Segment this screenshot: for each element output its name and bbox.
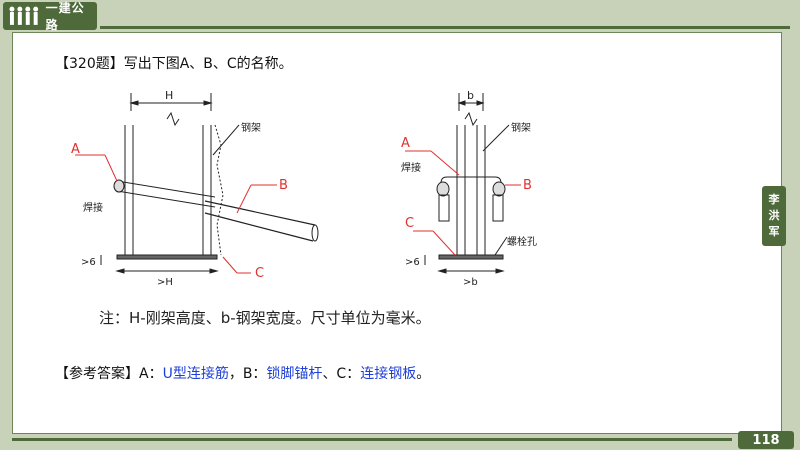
label-b: b [467,89,474,102]
page-number: 118 [738,431,794,449]
label-C-right: C [405,216,414,231]
author-char-3: 军 [768,225,780,238]
question-title: 【320题】写出下图A、B、C的名称。 [55,56,293,72]
label-weld-right: 焊接 [401,161,421,174]
author-char-2: 洪 [768,209,780,222]
label-steel-frame-right: 钢架 [511,121,531,134]
label-weld-left: 焊接 [83,201,103,214]
answer-b: 锁脚锚杆 [266,366,323,382]
label-bolt-hole: 螺栓孔 [507,235,537,248]
label-gt6-right: >6 [405,257,420,268]
answer-prefix: 【参考答案】A： [55,366,163,382]
header-bar: 一建公路 [0,0,800,32]
author-tab: 李 洪 军 [762,186,786,246]
label-gtH: >H [157,277,173,288]
brand-text: 一建公路 [45,1,85,32]
people-icon [9,6,39,25]
footer-divider [12,438,732,441]
content-panel: 【320题】写出下图A、B、C的名称。 [12,32,782,434]
label-A-right: A [401,136,410,151]
label-B-left: B [279,178,288,193]
label-gtb: >b [463,277,478,288]
steel-frame-diagram: H 钢架 A B C 焊接 >6 >H b 钢架 A B C 焊接 螺栓孔 >6… [71,89,537,327]
label-steel-frame-left: 钢架 [241,121,261,134]
answer-b-sep: ，B： [228,366,267,382]
label-gt6-left: >6 [81,257,96,268]
label-B-right: B [523,178,532,193]
label-H: H [165,89,173,102]
structure-figure: H 钢架 A B C 焊接 >6 >H b 钢架 A B C 焊接 螺栓孔 >6… [55,85,567,335]
brand-logo: 一建公路 [3,1,97,32]
answer-suffix: 。 [416,366,431,382]
figure-note: 注：H-刚架高度、b-钢架宽度。尺寸单位为毫米。 [99,309,431,327]
answer-c-sep: 、C： [322,366,361,382]
header-divider [100,26,790,29]
answer-a: U型连接筋 [162,366,229,382]
label-C-left: C [255,266,264,281]
reference-answer: 【参考答案】A：U型连接筋，B：锁脚锚杆、C：连接钢板。 [55,363,430,383]
label-A-left: A [71,142,80,157]
author-char-1: 李 [768,193,780,206]
answer-c: 连接钢板 [360,366,417,382]
